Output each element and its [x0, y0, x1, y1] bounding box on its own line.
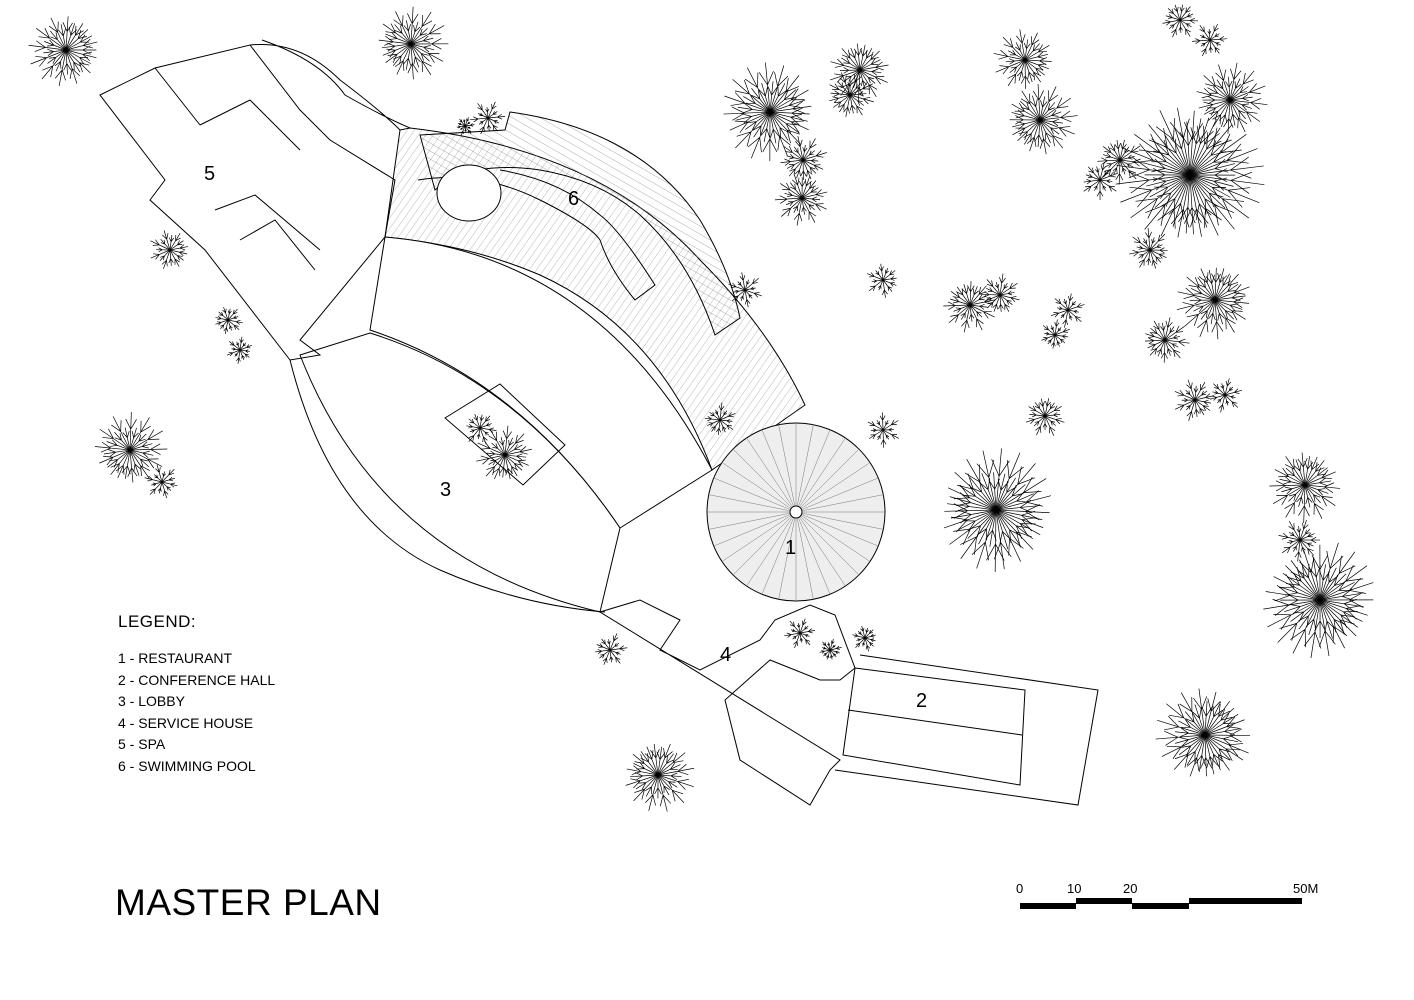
label-spa: 5 [204, 163, 216, 185]
tree-icon [830, 43, 889, 102]
tree-icon [215, 306, 243, 334]
label-lobby: 3 [440, 479, 452, 501]
legend-item: 5 - SPA [118, 736, 166, 752]
tree-icon [1050, 293, 1085, 328]
tree-icon [150, 230, 189, 269]
tree-icon [774, 174, 828, 226]
legend-item: 4 - SERVICE HOUSE [118, 714, 254, 731]
tree-icon [704, 402, 736, 435]
legend-item: 1 - RESTAURANT [118, 650, 233, 666]
tree-icon [595, 633, 628, 665]
tree-icon [1083, 161, 1119, 200]
tree-icon [780, 135, 827, 180]
label-restaurant: 1 [785, 537, 797, 559]
tree-icon [829, 70, 874, 118]
tree-icon [1162, 4, 1199, 38]
tree-icon [1269, 452, 1341, 523]
legend: LEGEND: 1 - RESTAURANT 2 - CONFERENCE HA… [118, 612, 275, 777]
label-swimming-pool: 6 [568, 188, 580, 210]
tree-icon [1041, 319, 1070, 349]
tree-icon [784, 618, 816, 649]
tree-icon [470, 101, 506, 135]
tree-icon [1155, 688, 1250, 777]
legend-item: 2 - CONFERENCE HALL [118, 671, 276, 688]
tree-icon [1144, 317, 1190, 363]
tree-icon [28, 16, 98, 87]
tree-icon [1025, 398, 1065, 436]
tree-icon [144, 464, 178, 499]
tree-icon [1263, 542, 1374, 659]
tree-icon [943, 448, 1052, 572]
tree-icon [1174, 379, 1215, 421]
service-house [598, 599, 856, 806]
tree-icon [1176, 267, 1250, 340]
tree-icon [378, 6, 449, 80]
legend-item: 6 - SWIMMING POOL [118, 757, 256, 774]
scale-label: 50M [1293, 881, 1319, 896]
tree-icon [1210, 378, 1243, 413]
tree-icon [1192, 23, 1228, 57]
tree-icon [1278, 519, 1320, 562]
tree-icon [867, 412, 900, 448]
tree-icon [852, 625, 876, 652]
tree-icon [993, 29, 1052, 89]
tree-icon [866, 263, 897, 298]
scale-bar [1020, 898, 1302, 909]
tree-icon [1196, 62, 1268, 134]
tree-icon [980, 273, 1020, 312]
tree-icon [1129, 228, 1168, 269]
tree-icon [625, 743, 695, 812]
tree-icon [466, 414, 497, 445]
tree-icon [943, 281, 997, 333]
swimming-pool [419, 111, 741, 336]
tree-icon [819, 638, 842, 660]
lobby-band [369, 236, 713, 529]
tree-icon [94, 412, 168, 483]
pool-ellipse [436, 164, 502, 222]
scale-label: 10 [1067, 881, 1082, 896]
tree-icon [1115, 107, 1265, 238]
tree-icon [226, 336, 252, 364]
tree-icon [476, 425, 532, 480]
conference-hall [842, 667, 1026, 786]
scale-label: 20 [1123, 881, 1138, 896]
tree-icon [723, 62, 812, 161]
legend-heading: LEGEND: [118, 612, 197, 631]
label-service-house: 4 [720, 644, 732, 666]
tree-icon [728, 272, 762, 308]
label-conference-hall: 2 [916, 690, 928, 712]
page-title: MASTER PLAN [115, 882, 382, 923]
tree-icon [456, 117, 475, 136]
legend-item: 3 - LOBBY [118, 693, 185, 709]
tree-icon [1009, 83, 1078, 155]
scale-label: 0 [1016, 881, 1024, 896]
spa-building [99, 44, 396, 361]
